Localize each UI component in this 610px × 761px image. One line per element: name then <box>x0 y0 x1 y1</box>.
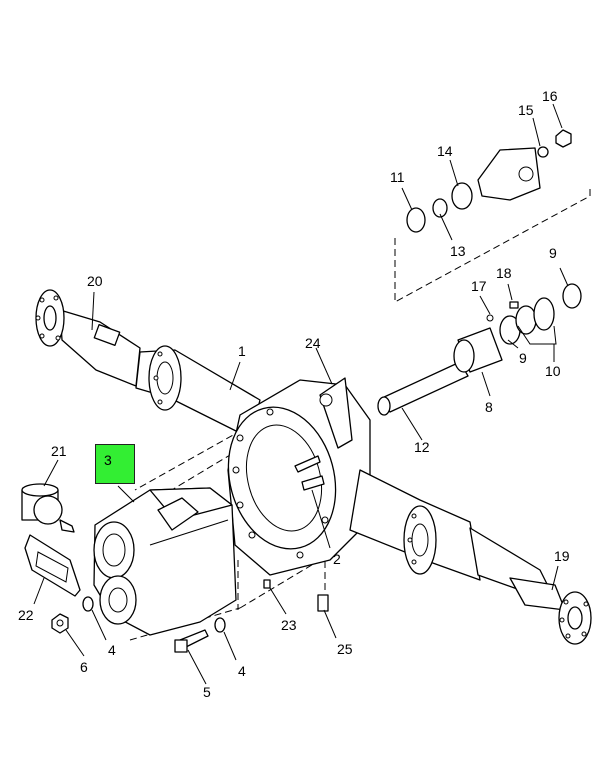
callout-10: 10 <box>545 363 561 379</box>
fasteners <box>51 455 329 653</box>
callout-19: 19 <box>554 548 570 564</box>
callout-5: 5 <box>203 684 211 700</box>
callout-16: 16 <box>542 88 558 104</box>
highlighted-part-box[interactable] <box>95 444 135 484</box>
bearing-stack <box>486 283 582 345</box>
callout-6: 6 <box>80 659 88 675</box>
callout-3[interactable]: 3 <box>104 452 112 468</box>
axle-housing-right-tube <box>349 469 556 601</box>
differential-carrier <box>93 487 237 636</box>
callout-4-right: 4 <box>238 663 246 679</box>
callout-1: 1 <box>238 343 246 359</box>
callout-17: 17 <box>471 278 487 294</box>
upper-yoke-assembly <box>406 129 572 233</box>
callout-4-left: 4 <box>108 642 116 658</box>
callout-24: 24 <box>305 335 321 351</box>
callout-20: 20 <box>87 273 103 289</box>
right-axle-shaft <box>509 577 592 645</box>
input-shaft <box>377 361 469 416</box>
callout-11: 11 <box>390 169 405 185</box>
callout-23: 23 <box>281 617 297 633</box>
callout-12: 12 <box>414 439 430 455</box>
callout-22: 22 <box>18 607 34 623</box>
axle-housing-center <box>227 377 371 576</box>
callout-21: 21 <box>51 443 67 459</box>
callout-8: 8 <box>485 399 493 415</box>
callout-14: 14 <box>437 143 453 159</box>
cover-plate <box>24 534 81 597</box>
leader-lines <box>33 103 569 685</box>
inspection-plug <box>21 483 75 533</box>
callout-25: 25 <box>337 641 353 657</box>
callout-2: 2 <box>333 551 341 567</box>
bearing-cage <box>453 327 503 373</box>
callout-9-lower: 9 <box>519 350 527 366</box>
axle-housing-left-tube <box>135 345 261 439</box>
callout-9-upper: 9 <box>549 245 557 261</box>
left-axle-shaft <box>35 289 141 387</box>
callout-13: 13 <box>450 243 466 259</box>
callout-15: 15 <box>518 102 534 118</box>
callout-labels: 1 2 4 4 5 6 8 9 9 10 11 12 13 14 15 16 1… <box>18 88 570 700</box>
callout-18: 18 <box>496 265 512 281</box>
